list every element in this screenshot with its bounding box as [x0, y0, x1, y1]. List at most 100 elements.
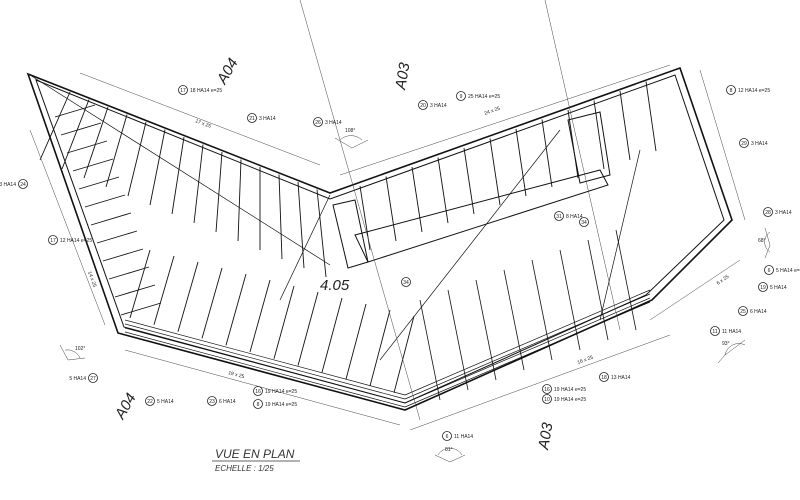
- callout-number: 18: [601, 375, 607, 381]
- rebar-lines: [29, 74, 657, 408]
- rebar-line: [72, 158, 114, 172]
- angle-label: 102°: [75, 346, 85, 352]
- rebar-line: [297, 181, 305, 269]
- rebar-line: [615, 229, 637, 331]
- callout-number: 17: [180, 88, 186, 94]
- rebar-line: [385, 176, 397, 242]
- callout-circle: [542, 384, 552, 394]
- callout-text: 3 HA14: [775, 210, 792, 216]
- dim-label: 24 x 25: [484, 106, 502, 117]
- rebar-line: [645, 81, 657, 152]
- rebar-line: [404, 293, 651, 400]
- callout-text: 18 HA14 e=25: [190, 88, 222, 94]
- callout-text: 5 HA14: [770, 285, 787, 291]
- rebar-line: [273, 285, 295, 359]
- rebar-line: [411, 166, 423, 233]
- callout-number: 8: [730, 88, 733, 94]
- callout-text: 19 HA14 e=25: [265, 389, 297, 395]
- callout-number: 19: [760, 285, 766, 291]
- callout: 34: [401, 277, 411, 287]
- rebar-line: [114, 284, 156, 298]
- rebar-line: [66, 140, 108, 154]
- callout-circle: [758, 282, 768, 292]
- section-mark-a03: A03: [535, 421, 557, 452]
- rebar-line: [297, 291, 319, 366]
- callout-number: 11: [712, 329, 717, 335]
- callout-circle: [247, 113, 257, 123]
- callout-circle: [313, 117, 323, 127]
- callout-number: 20: [420, 103, 426, 109]
- rebar-line: [83, 106, 109, 179]
- rebar-line: [489, 138, 501, 206]
- callout-circle: [456, 91, 466, 101]
- callout-text: 3 HA14: [259, 116, 276, 122]
- callout: 9 25 HA14 e=25: [456, 91, 500, 101]
- dim-label: 17 x 25: [194, 118, 212, 130]
- callout-text: 5 HA14: [69, 376, 86, 382]
- callout-text: 6 HA14: [219, 399, 236, 405]
- callout-number: 17: [50, 238, 56, 244]
- rebar-line: [393, 315, 415, 393]
- callout-text: 5 HA14: [157, 399, 174, 405]
- callout-circle: [739, 138, 749, 148]
- callout-circle: [253, 399, 263, 409]
- callout-text: 13 HA14: [611, 375, 631, 381]
- callout-text: 25 HA14 e=25: [468, 94, 500, 100]
- angle-marks: 108° 81° 93° 102° 68°: [59, 128, 771, 463]
- rebar-line: [419, 299, 441, 401]
- callout: 18 13 HA14: [599, 372, 631, 382]
- rebar-line: [153, 255, 175, 325]
- callout-text: 11 HA14: [722, 329, 741, 335]
- callout-circle: [599, 372, 609, 382]
- rebar-line: [54, 104, 96, 118]
- dim-label: 16 x 25: [577, 355, 595, 366]
- callout-circle: [88, 373, 98, 383]
- rebar-line: [120, 302, 162, 316]
- callout-number: 26: [315, 120, 321, 126]
- rebar-line: [90, 212, 132, 226]
- rebar-line: [559, 249, 581, 351]
- callout-number: 34: [403, 280, 409, 286]
- rebar-line: [379, 129, 561, 361]
- callout-text: 6 HA14: [750, 309, 767, 315]
- angle-label: 93°: [722, 341, 730, 347]
- callout-text: 11 HA14: [454, 434, 473, 440]
- dim-label: 14 x 25: [86, 271, 97, 289]
- rebar-line: [124, 331, 406, 408]
- callout-text: 19 HA14 e=25: [554, 387, 586, 393]
- rebar-line: [463, 147, 475, 215]
- callout-number: 9: [460, 94, 463, 100]
- callout-circle: [763, 207, 773, 217]
- rebar-line: [404, 301, 651, 408]
- level-mark: 4.05: [320, 277, 350, 294]
- rebar-line: [278, 174, 283, 260]
- rebar-line: [404, 289, 651, 396]
- rebar-line: [129, 249, 151, 319]
- callout-number: 6: [768, 268, 771, 274]
- rebar-line: [437, 157, 449, 224]
- callout-circle: [207, 396, 217, 406]
- section-mark-a04: A04: [111, 390, 140, 422]
- callout-circle: [726, 85, 736, 95]
- rebar-line: [29, 74, 331, 266]
- callout-circle: [442, 431, 452, 441]
- callout-text: 19 HA14 e=25: [554, 397, 586, 403]
- dim-label: 6 x 25: [716, 274, 731, 287]
- callout-circle: [554, 211, 564, 221]
- rebar-line: [567, 109, 579, 179]
- callout-circle: [579, 217, 589, 227]
- rebar-line: [39, 91, 71, 161]
